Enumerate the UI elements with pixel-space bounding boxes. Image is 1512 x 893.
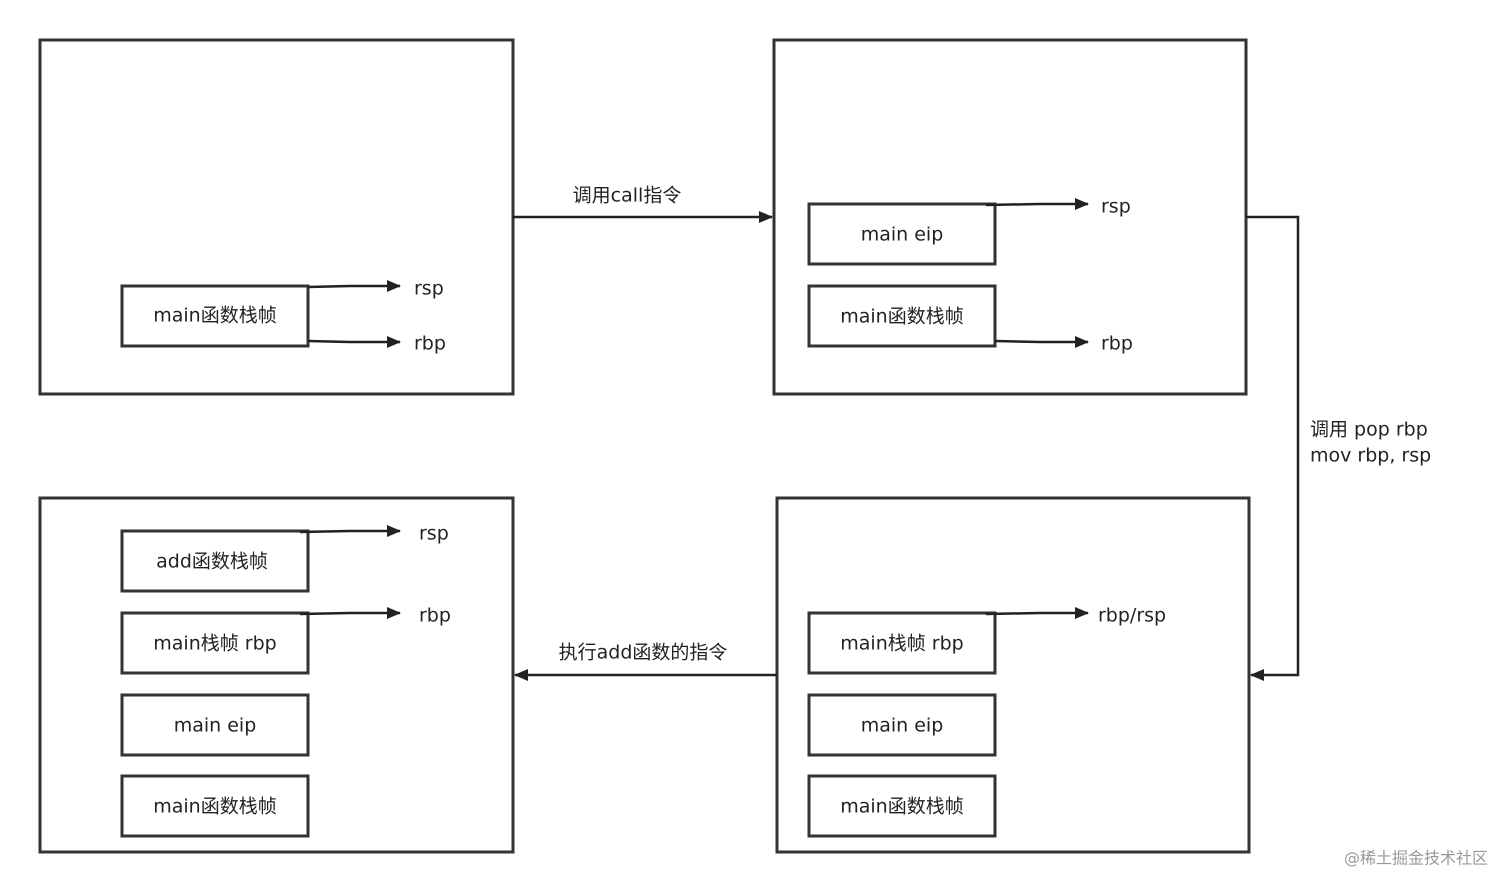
stack-frame-3: add函数栈帧 main栈帧 rbp main eip main函数栈帧 rsp…	[38, 496, 515, 854]
frame-3-rbp-arrow	[299, 607, 401, 619]
frame-3-rbp-label: rbp	[419, 605, 451, 627]
frame-2-block-0-box	[807, 202, 997, 266]
frame-2-pointer-rsp: rsp	[985, 196, 1131, 218]
watermark-text: @稀土掘金技术社区	[1344, 849, 1488, 868]
frame-2-block-0: main eip	[807, 202, 997, 266]
frame-2-block-1-box	[807, 284, 997, 348]
frame-3-block-3: main函数栈帧	[120, 774, 310, 838]
frame-4-block-2: main函数栈帧	[807, 774, 997, 838]
frame-3-block-1: main栈帧 rbp	[120, 611, 310, 675]
frame-4-block-0-label: main栈帧 rbp	[840, 633, 963, 655]
frame-4-block-1-box	[807, 693, 997, 757]
frame-3-pointer-rbp: rbp	[299, 605, 451, 627]
frame-3-block-2: main eip	[120, 693, 310, 757]
frame-1-block-0-box	[120, 284, 310, 348]
frame-2-block-1: main函数栈帧	[807, 284, 997, 348]
frame-1-block-0-label: main函数栈帧	[153, 305, 276, 327]
frame-4-block-2-box	[807, 774, 997, 838]
connector-pop-label-line-1: 调用 pop rbp	[1310, 419, 1428, 441]
frame-4-block-1-label: main eip	[861, 715, 944, 737]
frame-4-block-1: main eip	[807, 693, 997, 757]
connector-pop: 调用 pop rbp mov rbp, rsp	[1246, 215, 1431, 681]
frame-4-block-0: main栈帧 rbp	[807, 611, 997, 675]
frame-3-block-3-box	[120, 774, 310, 838]
frame-1-pointer-rbp: rbp	[307, 333, 446, 355]
frame-3-pointer-rsp: rsp	[299, 523, 449, 545]
frame-3-block-1-box	[120, 611, 310, 675]
frame-1-rbp-arrow	[307, 336, 401, 348]
frame-3-block-0-label: add函数栈帧	[156, 551, 268, 573]
stack-frame-1: main函数栈帧 rsp rbp	[38, 38, 515, 396]
connector-pop-label-line-2: mov rbp, rsp	[1310, 445, 1431, 467]
frame-3-rsp-label: rsp	[419, 523, 449, 545]
connector-exec-label: 执行add函数的指令	[559, 642, 728, 664]
frame-3-block-3-label: main函数栈帧	[153, 796, 276, 818]
frame-2-rsp-arrow	[985, 198, 1089, 210]
frame-2-block-1-label: main函数栈帧	[840, 306, 963, 328]
frame-1-block-0: main函数栈帧	[120, 284, 310, 348]
frame-2-pointer-rbp: rbp	[994, 333, 1133, 355]
frame-3-block-2-box	[120, 693, 310, 757]
frame-1-pointer-rsp: rsp	[307, 278, 444, 300]
frame-4-rbp-rsp-arrow	[985, 607, 1089, 619]
connector-exec: 执行add函数的指令	[514, 642, 777, 681]
frame-4-block-2-label: main函数栈帧	[840, 796, 963, 818]
frame-3-rsp-arrow	[299, 525, 401, 537]
frame-3-block-0-box	[120, 529, 310, 593]
stack-frame-2: main eip main函数栈帧 rsp rbp	[772, 38, 1248, 396]
frame-2-block-0-label: main eip	[861, 224, 944, 246]
connector-call-label: 调用call指令	[573, 185, 682, 207]
frame-4-rbp-rsp-label: rbp/rsp	[1098, 605, 1166, 627]
frame-2-rbp-label: rbp	[1101, 333, 1133, 355]
frame-2-rbp-arrow	[994, 336, 1089, 348]
connector-pop-arrow	[1246, 215, 1300, 681]
frame-1-rsp-label: rsp	[414, 278, 444, 300]
frame-1-rsp-arrow	[307, 280, 401, 292]
frame-3-block-0: add函数栈帧	[120, 529, 310, 593]
frame-2-rsp-label: rsp	[1101, 196, 1131, 218]
frame-4-block-0-box	[807, 611, 997, 675]
frame-3-block-1-label: main栈帧 rbp	[153, 633, 276, 655]
frame-4-pointer-rbp-rsp: rbp/rsp	[985, 605, 1166, 627]
connector-call: 调用call指令	[513, 185, 773, 223]
frame-1-rbp-label: rbp	[414, 333, 446, 355]
stack-frame-4: main栈帧 rbp main eip main函数栈帧 rbp/rsp	[775, 496, 1251, 854]
frame-3-block-2-label: main eip	[174, 715, 257, 737]
